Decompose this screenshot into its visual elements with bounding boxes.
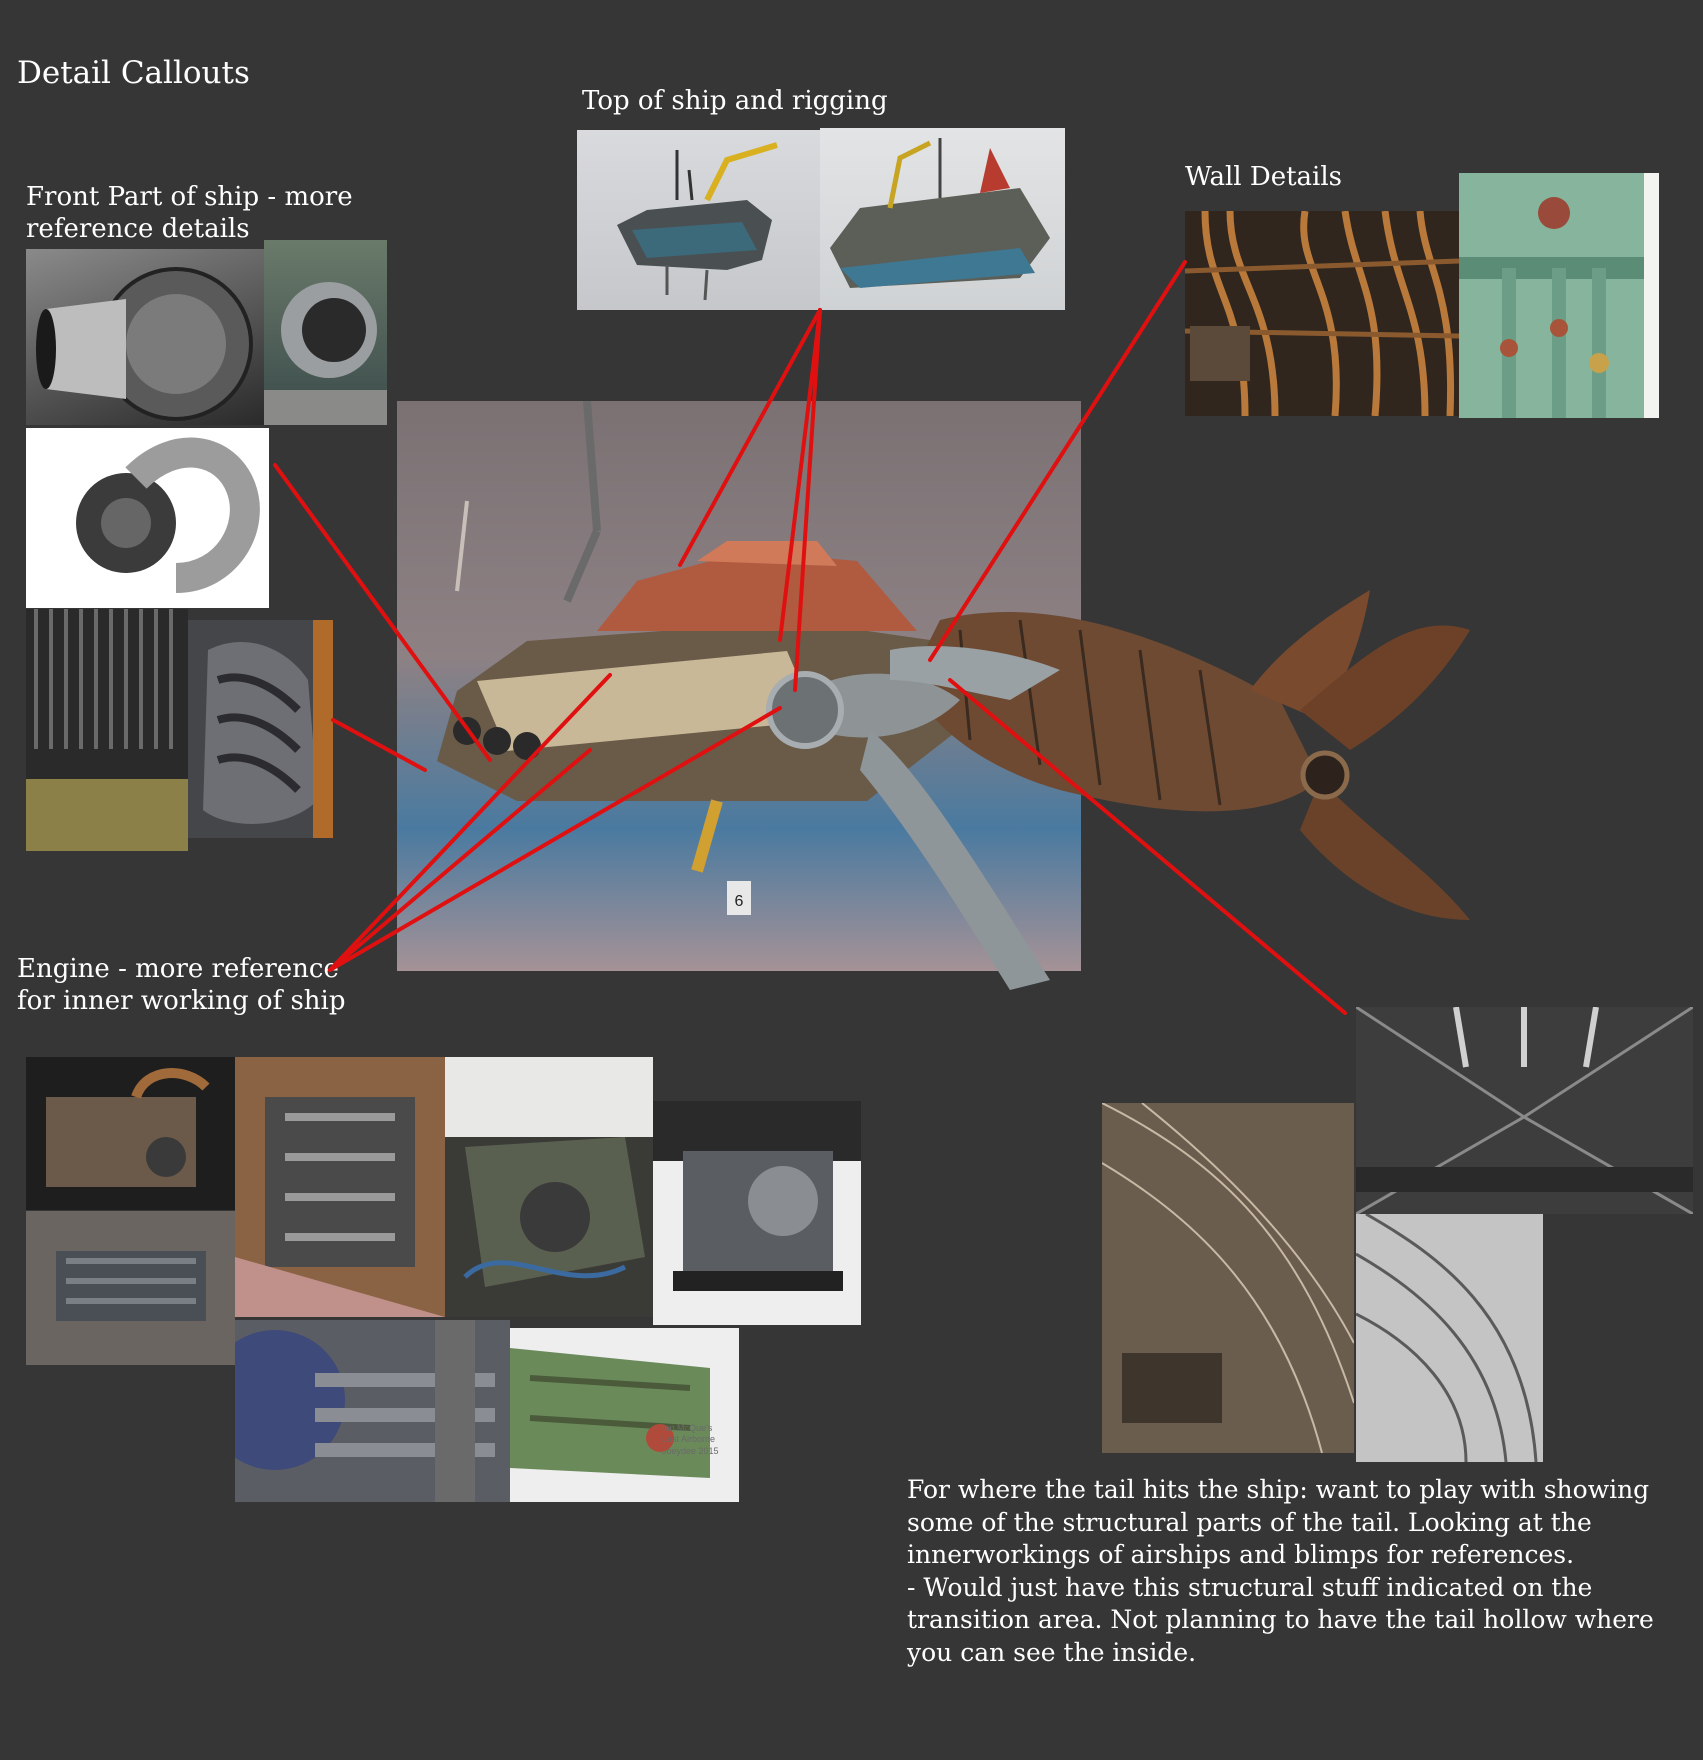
ship-number: 6 [735, 893, 744, 910]
engine-photo-4 [653, 1101, 861, 1325]
rocket-engine-photo [26, 249, 264, 425]
wall-pipes-photo [1185, 211, 1459, 416]
engine-photo-6 [235, 1320, 510, 1502]
engine-photo-3 [445, 1057, 653, 1317]
airship-frame-photo-3 [1356, 1214, 1543, 1462]
watermark-text: Ian McQue's Last Airborne Joeydee 2015 [662, 1423, 719, 1456]
jet-intake-photo [264, 240, 387, 425]
engine-photo-2 [235, 1057, 445, 1317]
page-title: Detail Callouts [17, 55, 250, 91]
label-wall-details: Wall Details [1185, 162, 1343, 192]
exhaust-manifold-photo [188, 620, 333, 838]
engine-photo-7: Ian McQue's Last Airborne Joeydee 2015 [510, 1328, 739, 1502]
radial-engine-photo [26, 428, 269, 608]
rigging-photo-1 [577, 130, 820, 310]
engine-photo-1 [26, 1057, 235, 1210]
rigging-photo-2 [820, 128, 1065, 310]
airship-frame-photo-2 [1102, 1103, 1354, 1453]
wall-valves-photo [1459, 173, 1659, 418]
engine-photo-5 [26, 1211, 235, 1365]
label-front-part: Front Part of ship - more reference deta… [26, 182, 353, 244]
label-engine: Engine - more reference for inner workin… [17, 954, 346, 1016]
engine-wiring-photo [26, 609, 188, 851]
tail-transition-note: For where the tail hits the ship: want t… [907, 1475, 1654, 1667]
label-top-of-ship: Top of ship and rigging [582, 86, 888, 116]
airship-frame-photo-1 [1356, 1007, 1693, 1214]
